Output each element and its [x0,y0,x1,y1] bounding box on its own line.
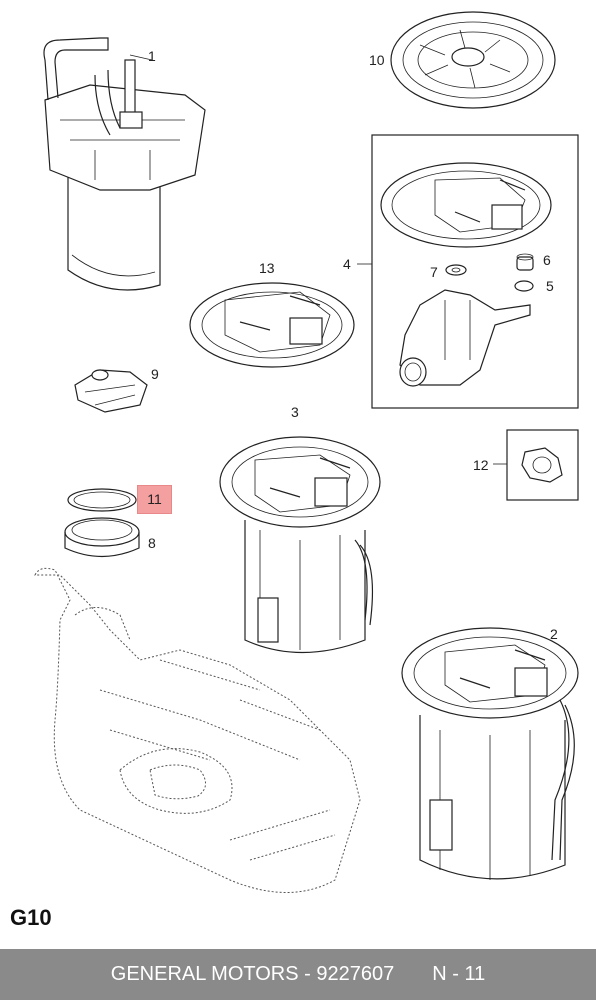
footer-brand-part: GENERAL MOTORS - 9227607 [110,963,395,985]
part-10-lock-ring [390,11,556,109]
footer-bar: GENERAL MOTORS - 9227607 N - 11 [0,949,596,1000]
callout-2: 2 [550,626,558,642]
part-1-pump-module [43,37,206,291]
part-13-flange [189,282,355,368]
callout-11-highlight: 11 [137,485,172,514]
part-3-pump-module [219,436,381,654]
callout-10: 10 [369,52,385,68]
part-4-kit-box [371,134,579,409]
footer-ref: N - 11 [432,963,486,985]
callout-8: 8 [148,535,156,551]
callout-3: 3 [291,404,299,420]
callout-7: 7 [430,264,438,280]
part-2-pump-module [401,627,579,880]
callout-5: 5 [546,278,554,294]
section-code: G10 [10,905,52,930]
callout-12: 12 [473,457,489,473]
callout-11: 11 [147,491,162,507]
callout-9: 9 [151,366,159,382]
part-12-gasket-box [506,429,579,501]
callout-4: 4 [343,256,351,272]
callout-13: 13 [259,260,275,276]
part-9-cap [74,369,148,413]
parts-diagram [34,11,579,893]
callout-1: 1 [148,48,156,64]
part-8-ring [64,488,140,557]
callout-6: 6 [543,252,551,268]
fuel-tank-outline [34,567,361,893]
